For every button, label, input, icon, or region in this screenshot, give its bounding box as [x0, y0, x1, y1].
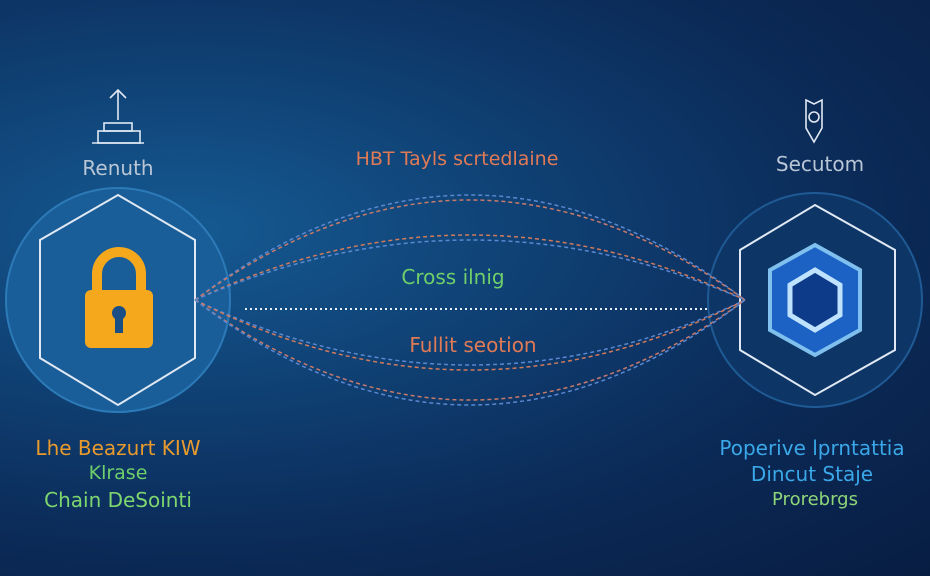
bottom-link-label: Fullit seotion	[409, 333, 537, 357]
right-hexagon	[739, 203, 896, 397]
right-label-2: Dincut Staje	[750, 462, 874, 486]
padlock-icon	[85, 247, 153, 348]
right-label-3: Prorebrgs	[772, 489, 858, 510]
left-label-1: Lhe Beazurt KIW	[35, 436, 201, 460]
connection-arcs	[194, 194, 746, 406]
left-label-2: Klrase	[88, 462, 148, 484]
middle-link-label: Cross ilnig	[401, 265, 505, 289]
left-label-3: Chain DeSointi	[44, 488, 192, 512]
right-node-title: Secutom	[775, 152, 865, 176]
shield-icon	[805, 98, 823, 144]
left-hexagon	[39, 193, 196, 407]
right-label-1: Poperive lprntattia	[719, 436, 905, 460]
top-link-label: HBT Tayls scrtedlaine	[355, 148, 559, 170]
left-node-title: Renuth	[82, 156, 154, 180]
upload-server-icon	[92, 88, 144, 144]
hexagon-icon	[768, 242, 862, 358]
